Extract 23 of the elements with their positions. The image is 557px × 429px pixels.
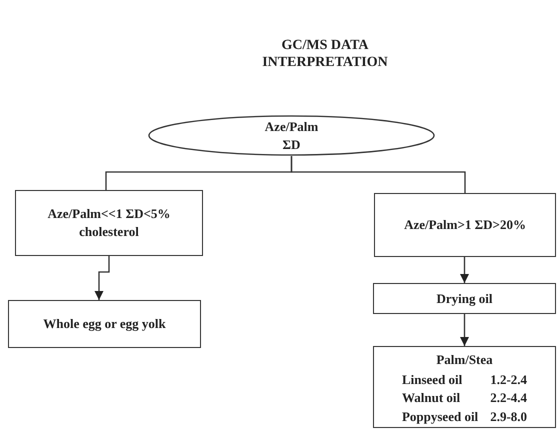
ratio-range: 2.2-4.4	[490, 389, 528, 407]
arrow	[94, 256, 110, 300]
ratio-range: 2.9-8.0	[490, 408, 528, 426]
node-text: ΣD	[282, 136, 300, 154]
ratio-range: 1.2-2.4	[490, 370, 528, 388]
diagram-title: GC/MS DATA INTERPRETATION	[261, 38, 389, 72]
oil-name: Poppyseed oil	[402, 408, 478, 426]
result-table-box	[373, 346, 556, 428]
node-text: Aze/Palm	[264, 118, 318, 136]
arrow	[460, 314, 470, 346]
node-text: Aze/Palm>1 ΣD>20%	[404, 216, 526, 234]
node-text: Drying oil	[436, 290, 492, 308]
decision-box	[374, 193, 556, 257]
oil-name: Linseed oil	[402, 370, 464, 388]
decision-box	[373, 283, 556, 314]
decision-box	[15, 190, 203, 256]
connector-line	[290, 156, 466, 193]
oil-name: Walnut oil	[402, 389, 462, 407]
table-heading: Palm/Stea	[436, 351, 493, 369]
arrow	[460, 257, 470, 283]
node-text: Aze/Palm<<1 ΣD<5% cholesterol	[46, 205, 172, 241]
node-text: Whole egg or egg yolk	[43, 315, 166, 333]
decision-box	[8, 300, 201, 348]
